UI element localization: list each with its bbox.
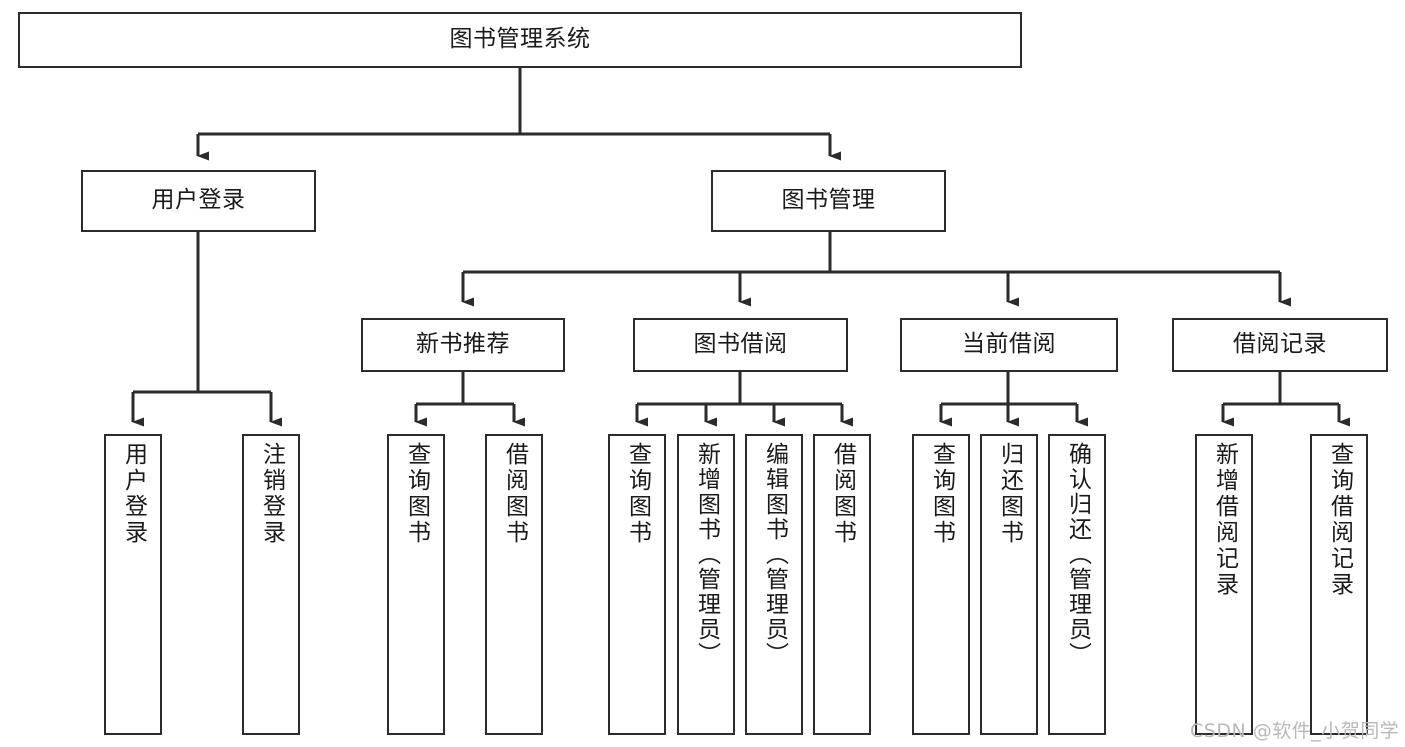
node-book-borrow[interactable]: 图书借阅 bbox=[633, 318, 848, 372]
node-book-borrow-label: 图书借阅 bbox=[693, 331, 788, 358]
node-book-management[interactable]: 图书管理 bbox=[711, 170, 946, 232]
node-leaf-query-record-label: 查询借阅记录 bbox=[1326, 442, 1353, 598]
node-leaf-return-book[interactable]: 归还图书 bbox=[980, 434, 1038, 735]
node-user-login-label: 用户登录 bbox=[151, 187, 246, 214]
node-leaf-borrow-book-2[interactable]: 借阅图书 bbox=[813, 434, 871, 735]
node-leaf-confirm-return[interactable]: 确认归还（管理员） bbox=[1048, 434, 1106, 735]
node-user-login[interactable]: 用户登录 bbox=[81, 170, 316, 232]
node-leaf-query-record[interactable]: 查询借阅记录 bbox=[1310, 434, 1368, 735]
node-leaf-query-book-2-label: 查询图书 bbox=[624, 442, 651, 546]
node-leaf-add-record-label: 新增借阅记录 bbox=[1211, 442, 1238, 598]
node-leaf-logout-login-label: 注销登录 bbox=[258, 442, 285, 546]
node-leaf-add-book-label: 新增图书（管理员） bbox=[693, 442, 720, 667]
node-root-label: 图书管理系统 bbox=[449, 26, 591, 53]
watermark-text: CSDN @软件_小贺同学 bbox=[1190, 720, 1400, 742]
node-leaf-confirm-return-label: 确认归还（管理员） bbox=[1064, 442, 1091, 667]
node-leaf-return-book-label: 归还图书 bbox=[996, 442, 1023, 546]
node-borrow-record-label: 借阅记录 bbox=[1233, 331, 1327, 358]
node-new-book-recommend-label: 新书推荐 bbox=[416, 331, 510, 358]
node-book-management-label: 图书管理 bbox=[781, 187, 876, 214]
node-leaf-query-book-2[interactable]: 查询图书 bbox=[608, 434, 666, 735]
node-leaf-borrow-book-2-label: 借阅图书 bbox=[829, 442, 856, 546]
node-new-book-recommend[interactable]: 新书推荐 bbox=[361, 318, 565, 372]
node-leaf-query-book-1[interactable]: 查询图书 bbox=[387, 434, 445, 735]
node-leaf-query-book-3-label: 查询图书 bbox=[928, 442, 955, 546]
node-current-borrow-label: 当前借阅 bbox=[962, 331, 1056, 358]
node-leaf-user-login-label: 用户登录 bbox=[120, 442, 147, 546]
node-leaf-query-book-1-label: 查询图书 bbox=[403, 442, 430, 546]
node-leaf-borrow-book-1-label: 借阅图书 bbox=[501, 442, 528, 546]
node-leaf-edit-book[interactable]: 编辑图书（管理员） bbox=[745, 434, 803, 735]
node-leaf-add-book[interactable]: 新增图书（管理员） bbox=[677, 434, 735, 735]
node-leaf-user-login[interactable]: 用户登录 bbox=[104, 434, 162, 735]
node-leaf-logout-login[interactable]: 注销登录 bbox=[242, 434, 300, 735]
node-current-borrow[interactable]: 当前借阅 bbox=[900, 318, 1118, 372]
node-root[interactable]: 图书管理系统 bbox=[18, 12, 1022, 68]
node-leaf-borrow-book-1[interactable]: 借阅图书 bbox=[485, 434, 543, 735]
node-borrow-record[interactable]: 借阅记录 bbox=[1172, 318, 1388, 372]
node-leaf-edit-book-label: 编辑图书（管理员） bbox=[761, 442, 788, 667]
node-leaf-add-record[interactable]: 新增借阅记录 bbox=[1195, 434, 1253, 735]
node-leaf-query-book-3[interactable]: 查询图书 bbox=[912, 434, 970, 735]
